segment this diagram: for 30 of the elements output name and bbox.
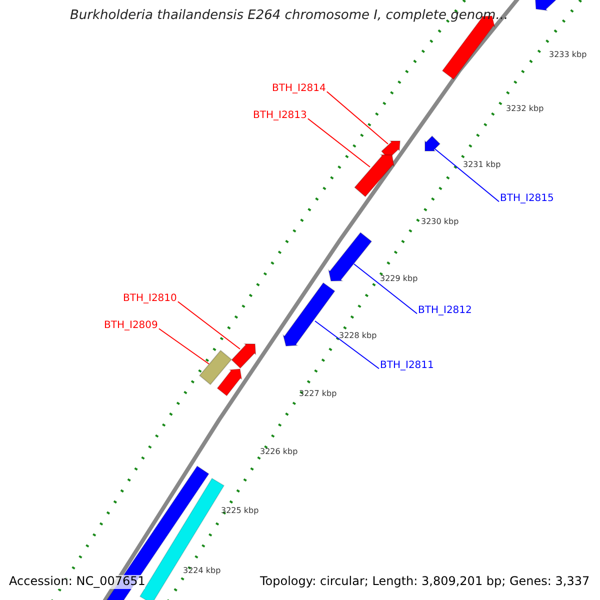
title: Burkholderia thailandensis E264 chromosome I, complete genom... [70, 9, 508, 24]
gene-block [282, 282, 336, 347]
leader-line [307, 118, 370, 168]
scale-label: 3225 kbp [221, 506, 259, 516]
info-text: Topology: circular; Length: 3,809,201 bp; Genes: 3,337 [260, 575, 590, 589]
gene-label: BTH_I2812 [418, 305, 472, 316]
info-text: Accession: NC_007651 [9, 575, 146, 589]
leader-line [158, 328, 210, 364]
gene-block [198, 350, 232, 386]
gene-block [424, 135, 441, 152]
gene-label: BTH_I2810 [123, 293, 177, 304]
gene-block [354, 154, 395, 198]
scale-label: 3224 kbp [183, 566, 221, 576]
scale-label: 3230 kbp [421, 217, 459, 226]
gene-label: BTH_I2809 [104, 320, 158, 332]
scale-label: 3226 kbp [260, 447, 298, 456]
leader-line [354, 264, 418, 314]
gene-label: BTH_I2814 [272, 83, 326, 94]
scale-label: 3227 kbp [299, 389, 337, 398]
gene-block [328, 232, 372, 282]
gene-label: BTH_I2815 [500, 193, 554, 204]
gene-block [231, 343, 256, 369]
leader-line [177, 301, 240, 350]
leader-line [314, 320, 380, 370]
leader-line [434, 148, 500, 202]
gene-label: BTH_I2811 [380, 360, 434, 372]
scale-label: 3232 kbp [506, 104, 544, 114]
gene-label: BTH_I2813 [253, 110, 307, 122]
scale-label: 3233 kbp [549, 50, 587, 60]
leader-line [326, 91, 388, 144]
